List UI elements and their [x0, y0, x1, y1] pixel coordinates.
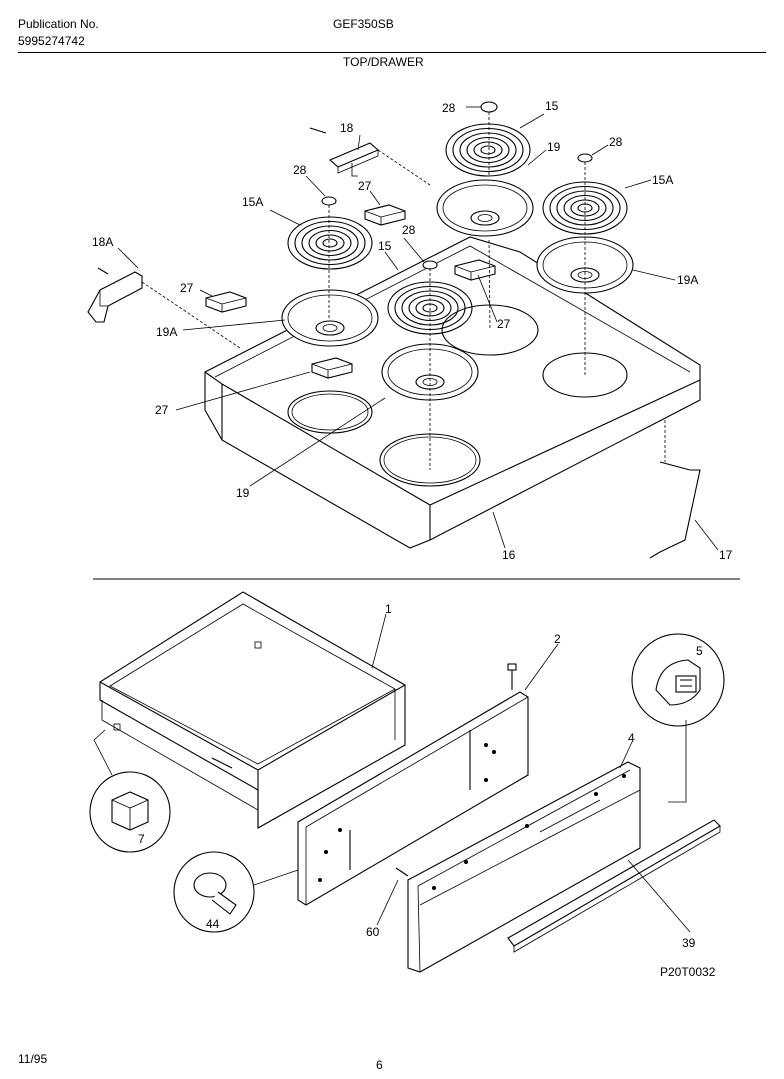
page-number: 6: [376, 1058, 383, 1072]
detail-circle-7: [89, 771, 171, 853]
callout-4: 4: [628, 731, 635, 745]
leader-lines-top: [117, 106, 719, 551]
support-rod-17: [649, 461, 701, 559]
callout-27-rear: 27: [358, 179, 372, 193]
trim-ring-28-b: [422, 260, 438, 270]
revision-date: 11/95: [18, 1052, 48, 1066]
detail-circle-5: [631, 633, 725, 727]
drip-pan-19-front: [381, 343, 479, 401]
trim-ring-28-a: [321, 196, 337, 206]
callout-1: 1: [385, 602, 392, 616]
bracket-18A: [87, 267, 143, 323]
callout-19-rear: 19: [547, 140, 561, 154]
callout-15-rear: 15: [545, 99, 559, 113]
drip-pan-19A-left: [281, 289, 379, 347]
drawer-back-panel-2: [297, 663, 529, 906]
callout-15A-right: 15A: [652, 173, 673, 187]
callout-5: 5: [696, 644, 703, 658]
callout-19A-left: 19A: [156, 325, 177, 339]
callout-28-rear: 28: [442, 101, 456, 115]
trim-ring-28-d: [577, 153, 593, 163]
callout-39: 39: [682, 936, 696, 950]
publication-number: 5995274742: [18, 34, 85, 48]
screw-60: [395, 867, 409, 877]
drawer-front-panel-4: [407, 761, 641, 973]
terminal-block-27-rear: [364, 204, 406, 226]
trim-ring-28-c: [480, 101, 498, 113]
surface-element-15-rear: [445, 123, 531, 177]
leader-lines-drawer: [93, 613, 691, 933]
callout-18A: 18A: [92, 235, 113, 249]
callout-18: 18: [340, 121, 354, 135]
surface-element-15A-left: [287, 216, 373, 270]
callout-19-front: 19: [236, 486, 250, 500]
callout-7: 7: [138, 832, 145, 846]
callout-28-left: 28: [293, 163, 307, 177]
callout-28-front: 28: [402, 223, 416, 237]
callout-2: 2: [554, 632, 561, 646]
header-rule: [18, 52, 766, 53]
alignment-lines: [141, 112, 666, 470]
callout-44: 44: [206, 917, 220, 931]
detail-circle-44: [173, 851, 255, 933]
callout-15-front: 15: [378, 239, 392, 253]
callout-16: 16: [502, 548, 516, 562]
drip-pan-19-rear: [436, 179, 534, 237]
callout-27-center: 27: [497, 317, 511, 331]
callout-27-left: 27: [180, 281, 194, 295]
section-title: TOP/DRAWER: [343, 55, 424, 69]
publication-label: Publication No.: [18, 17, 99, 31]
callout-17: 17: [719, 548, 733, 562]
terminal-block-27-left: [205, 291, 247, 313]
callout-27-front: 27: [155, 403, 169, 417]
bracket-18: [309, 127, 380, 177]
callout-60: 60: [366, 925, 380, 939]
drawer-body-1: [99, 591, 406, 829]
callout-15A-left: 15A: [242, 195, 263, 209]
model-number: GEF350SB: [333, 17, 394, 31]
figure-code: P20T0032: [660, 965, 716, 979]
handle-39: [507, 819, 721, 953]
callout-28-right: 28: [609, 135, 623, 149]
callout-19A-right: 19A: [677, 273, 698, 287]
